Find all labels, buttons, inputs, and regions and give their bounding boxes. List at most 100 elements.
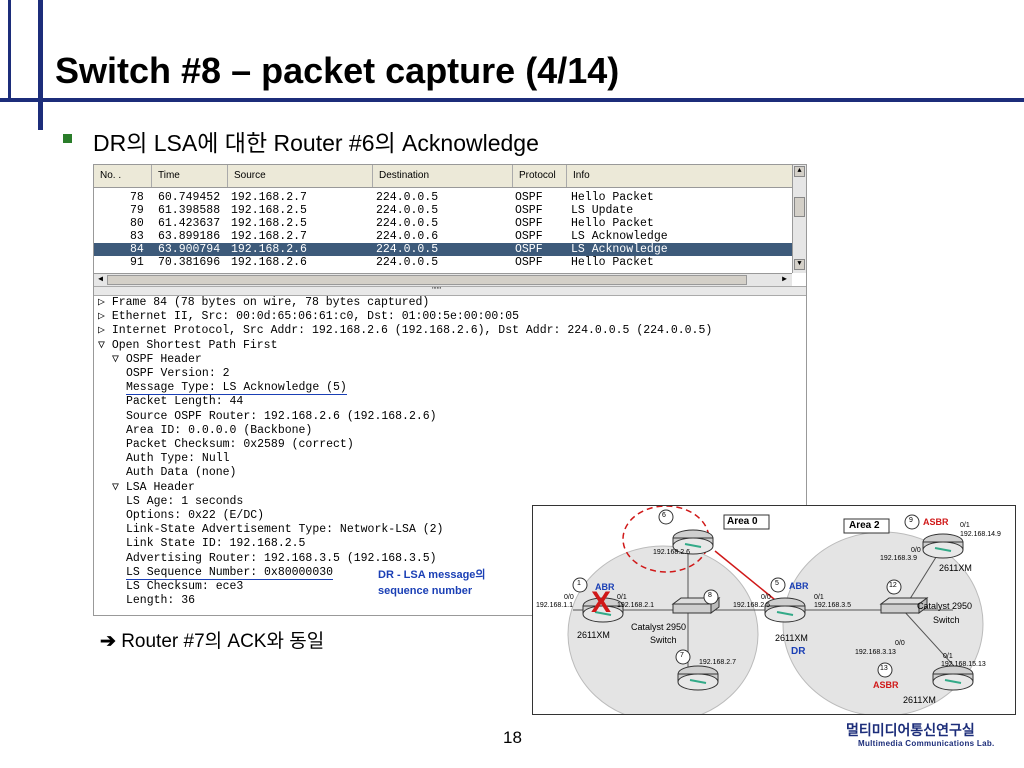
detail-line[interactable]: Area ID: 0.0.0.0 (Backbone): [126, 424, 312, 438]
router-7-icon: [677, 665, 719, 691]
col-destination[interactable]: Destination: [373, 165, 513, 187]
detail-line[interactable]: LS Sequence Number: 0x80000030: [126, 565, 334, 580]
detail-line[interactable]: ▽ OSPF Header: [112, 353, 202, 367]
detail-line[interactable]: Auth Type: Null: [126, 452, 230, 466]
scroll-right-icon[interactable]: ▶: [782, 275, 787, 284]
page-number: 18: [503, 728, 522, 747]
packet-cell-info: Hello Packet: [571, 217, 654, 230]
detail-line[interactable]: ▽ LSA Header: [112, 481, 195, 495]
detail-line[interactable]: Source OSPF Router: 192.168.2.6 (192.168…: [126, 410, 437, 424]
detail-text: Internet Protocol, Src Addr: 192.168.2.6…: [111, 324, 713, 338]
hscroll-thumb[interactable]: [107, 275, 747, 285]
network-diagram: 6 1 5 8 7 9 12 13 Area 0 Area 2 192.168.…: [532, 505, 1016, 715]
expanded-triangle-icon[interactable]: ▽: [112, 480, 119, 494]
detail-line[interactable]: Options: 0x22 (E/DC): [126, 509, 264, 523]
packet-cell-no: 84: [130, 243, 144, 256]
router-model-5: 2611XM: [775, 633, 808, 643]
scroll-down-icon[interactable]: ▼: [794, 259, 805, 270]
packet-list-scrollbar[interactable]: ▲ ▼: [792, 165, 806, 273]
detail-line[interactable]: Link State ID: 192.168.2.5: [126, 537, 305, 551]
detail-line[interactable]: Length: 36: [126, 594, 195, 608]
detail-line[interactable]: LS Checksum: ece3: [126, 580, 243, 594]
packet-cell-time: 61.423637: [158, 217, 221, 230]
detail-text: Open Shortest Path First: [111, 338, 278, 352]
detail-line[interactable]: Packet Length: 44: [126, 395, 243, 409]
detail-line[interactable]: LS Age: 1 seconds: [126, 495, 243, 509]
detail-text: Area ID: 0.0.0.0 (Backbone): [126, 423, 313, 437]
col-source[interactable]: Source: [228, 165, 373, 187]
ip-14-9: 192.168.14.9: [960, 531, 1001, 538]
detail-line[interactable]: ▷ Ethernet II, Src: 00:0d:65:06:61:c0, D…: [98, 310, 519, 324]
detail-line[interactable]: OSPF Version: 2: [126, 367, 230, 381]
area0-label: Area 0: [727, 516, 758, 527]
packet-cell-dest: 224.0.0.5: [376, 204, 439, 217]
node-6-circle: [658, 509, 674, 525]
ip-3-9: 192.168.3.9: [880, 555, 917, 562]
scroll-thumb[interactable]: [794, 197, 805, 217]
col-no[interactable]: No. .: [94, 165, 152, 187]
collapsed-triangle-icon[interactable]: ▷: [98, 324, 105, 338]
detail-line[interactable]: Auth Data (none): [126, 466, 236, 480]
switch-12-icon: [879, 597, 929, 614]
router-model-1: 2611XM: [577, 630, 610, 640]
if-0-0-r5: 0/0: [761, 594, 771, 601]
col-info[interactable]: Info: [573, 170, 590, 181]
asbr-label-13: ASBR: [873, 680, 899, 690]
lab-name-english: Multimedia Communications Lab.: [858, 739, 995, 748]
annotation-line2: sequence number: [378, 585, 473, 597]
dr-label: DR: [791, 646, 806, 657]
packet-list-hscrollbar[interactable]: ◀ ▶: [94, 273, 792, 287]
packet-capture-window: No. . Time Source Destination Protocol I…: [93, 164, 807, 616]
detail-line[interactable]: Link-State Advertisement Type: Network-L…: [126, 523, 443, 537]
detail-line[interactable]: Message Type: LS Acknowledge (5): [126, 381, 347, 396]
ip-2-7: 192.168.2.7: [699, 659, 736, 666]
scroll-up-icon[interactable]: ▲: [794, 166, 805, 177]
if-0-0-r13: 0/0: [895, 640, 905, 647]
detail-line[interactable]: Advertising Router: 192.168.3.5 (192.168…: [126, 552, 437, 566]
ip-2-1: 192.168.2.1: [617, 602, 654, 609]
col-protocol[interactable]: Protocol: [513, 165, 567, 187]
ack-note-text: Router #7의 ACK와 동일: [121, 631, 325, 652]
detail-text: Length: 36: [126, 594, 196, 608]
detail-line[interactable]: ▷ Internet Protocol, Src Addr: 192.168.2…: [98, 324, 712, 338]
area0-box: [723, 514, 770, 530]
collapsed-triangle-icon[interactable]: ▷: [98, 310, 105, 324]
detail-text: LSA Header: [125, 480, 195, 494]
expanded-triangle-icon[interactable]: ▽: [98, 338, 105, 352]
detail-text: Packet Checksum: 0x2589 (correct): [126, 438, 354, 451]
packet-cell-source: 192.168.2.6: [231, 243, 307, 256]
col-time[interactable]: Time: [152, 165, 228, 187]
node-8-circle: [703, 589, 719, 605]
detail-line[interactable]: ▽ Open Shortest Path First: [98, 339, 277, 353]
node-5-circle: [770, 577, 786, 593]
packet-cell-source: 192.168.2.6: [231, 256, 307, 269]
detail-text: Packet Length: 44: [126, 395, 244, 409]
packet-cell-proto: OSPF: [515, 256, 543, 269]
packet-cell-dest: 224.0.0.5: [376, 217, 439, 230]
expanded-triangle-icon[interactable]: ▽: [112, 352, 119, 366]
left-accent-line: [8, 0, 11, 100]
packet-cell-dest: 224.0.0.5: [376, 243, 439, 256]
ip-3-13: 192.168.3.13: [855, 649, 896, 656]
router-5-icon: [764, 597, 806, 623]
node-7-label: 7: [680, 652, 684, 659]
node-6-label: 6: [662, 512, 666, 519]
right-arrow-icon: ➔: [100, 631, 116, 652]
collapsed-triangle-icon[interactable]: ▷: [98, 296, 105, 309]
node-7-circle: [675, 649, 691, 665]
node-9-label: 9: [909, 517, 913, 524]
detail-text: LS Checksum: ece3: [126, 580, 244, 593]
packet-cell-time: 60.749452: [158, 191, 221, 204]
pane-splitter[interactable]: '''''': [94, 286, 806, 296]
scroll-left-icon[interactable]: ◀: [98, 275, 103, 284]
if-0-1-r1: 0/1: [617, 594, 627, 601]
detail-line[interactable]: Packet Checksum: 0x2589 (correct): [126, 438, 354, 452]
link-switch12-router13: [902, 609, 964, 677]
detail-line[interactable]: ▷ Frame 84 (78 bytes on wire, 78 bytes c…: [98, 296, 429, 310]
